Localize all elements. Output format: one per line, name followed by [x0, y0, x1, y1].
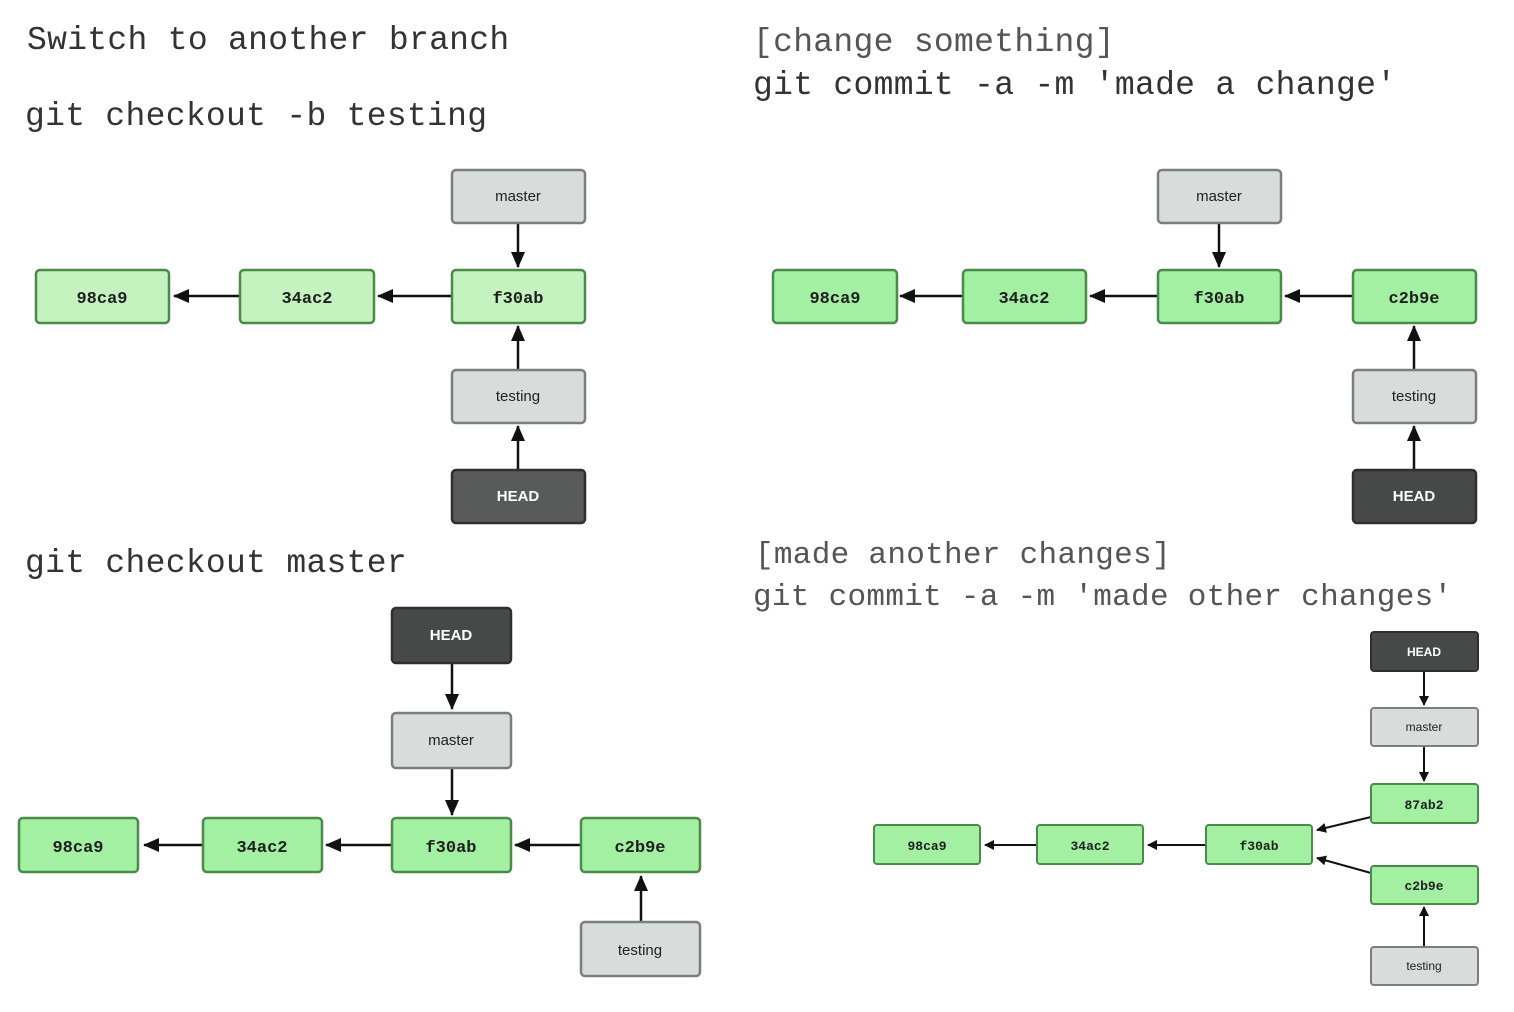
bl-commit-f30ab: f30ab: [390, 816, 513, 874]
bl-commit-c2b9e-label: c2b9e: [614, 839, 665, 858]
bl-diagram: 98ca9 34ac2 f30ab c2b9e HEAD master test…: [17, 606, 702, 978]
br-commit-98ca9-label: 98ca9: [907, 839, 946, 854]
tr-branch-testing: testing: [1351, 368, 1478, 425]
tr-command: git commit -a -m 'made a change': [753, 67, 1397, 104]
tl-branch-master-label: master: [495, 188, 541, 205]
bl-command: git checkout master: [25, 545, 407, 582]
br-commit-98ca9: 98ca9: [873, 824, 981, 865]
br-arrow-c2b9e-f30ab: [1316, 855, 1372, 874]
bl-commit-34ac2: 34ac2: [201, 816, 324, 874]
tr-diagram: 98ca9 34ac2 f30ab c2b9e master testing H…: [771, 168, 1478, 525]
tr-branch-testing-label: testing: [1392, 388, 1436, 405]
bl-branch-testing: testing: [579, 920, 702, 978]
br-branch-master: master: [1370, 707, 1479, 747]
tl-head: HEAD: [450, 468, 587, 525]
tl-branch-testing-label: testing: [496, 388, 540, 405]
bl-head-label: HEAD: [430, 627, 473, 644]
tr-commit-34ac2-label: 34ac2: [998, 290, 1049, 309]
tl-commit-f30ab: f30ab: [450, 268, 587, 325]
tl-branch-testing: testing: [450, 368, 587, 425]
tr-commit-f30ab: f30ab: [1156, 268, 1283, 325]
tl-diagram: 98ca9 34ac2 f30ab master testing HEAD: [34, 168, 587, 525]
br-command: git commit -a -m 'made other changes': [753, 580, 1453, 615]
br-branch-master-label: master: [1406, 720, 1443, 734]
br-head-label: HEAD: [1407, 645, 1441, 659]
tl-branch-master: master: [450, 168, 587, 225]
tr-commit-34ac2: 34ac2: [961, 268, 1088, 325]
br-commit-87ab2-label: 87ab2: [1404, 798, 1443, 813]
tr-head: HEAD: [1351, 468, 1478, 525]
tr-commit-c2b9e: c2b9e: [1351, 268, 1478, 325]
bl-commit-34ac2-label: 34ac2: [236, 839, 287, 858]
tr-commit-c2b9e-label: c2b9e: [1388, 290, 1439, 309]
bl-branch-master-label: master: [428, 732, 474, 749]
tr-commit-98ca9: 98ca9: [771, 268, 899, 325]
tl-commit-34ac2-label: 34ac2: [281, 290, 332, 309]
bl-commit-98ca9-label: 98ca9: [52, 839, 103, 858]
br-commit-34ac2: 34ac2: [1036, 824, 1144, 865]
br-arrow-87ab2-f30ab: [1316, 816, 1372, 833]
bl-commit-98ca9: 98ca9: [17, 816, 140, 874]
br-commit-c2b9e-label: c2b9e: [1404, 879, 1443, 894]
tr-commit-98ca9-label: 98ca9: [809, 290, 860, 309]
tr-commit-f30ab-label: f30ab: [1193, 290, 1244, 309]
br-commit-f30ab: f30ab: [1205, 824, 1313, 865]
bl-branch-testing-label: testing: [618, 942, 662, 959]
tl-commit-34ac2: 34ac2: [238, 268, 376, 325]
tl-commit-98ca9: 98ca9: [34, 268, 171, 325]
bl-branch-master: master: [390, 711, 513, 770]
br-title: [made another changes]: [755, 538, 1171, 573]
tr-head-label: HEAD: [1393, 488, 1436, 505]
br-branch-testing-label: testing: [1406, 959, 1441, 973]
bl-commit-c2b9e: c2b9e: [579, 816, 702, 874]
br-diagram: 98ca9 34ac2 f30ab 87ab2 c2b9e HEAD maste…: [873, 631, 1479, 986]
tl-head-label: HEAD: [497, 488, 540, 505]
br-commit-c2b9e: c2b9e: [1370, 865, 1479, 905]
bl-commit-f30ab-label: f30ab: [425, 839, 476, 858]
bl-head: HEAD: [390, 606, 513, 665]
tl-commit-f30ab-label: f30ab: [492, 290, 543, 309]
tl-command: git checkout -b testing: [25, 98, 488, 135]
tr-title: [change something]: [753, 24, 1115, 61]
br-commit-f30ab-label: f30ab: [1239, 839, 1278, 854]
tr-branch-master-label: master: [1196, 188, 1242, 205]
tl-title: Switch to another branch: [27, 22, 510, 59]
tr-branch-master: master: [1156, 168, 1283, 225]
br-commit-87ab2: 87ab2: [1370, 783, 1479, 824]
br-branch-testing: testing: [1370, 946, 1479, 986]
br-head: HEAD: [1370, 631, 1479, 672]
br-commit-34ac2-label: 34ac2: [1070, 839, 1109, 854]
tl-commit-98ca9-label: 98ca9: [76, 290, 127, 309]
